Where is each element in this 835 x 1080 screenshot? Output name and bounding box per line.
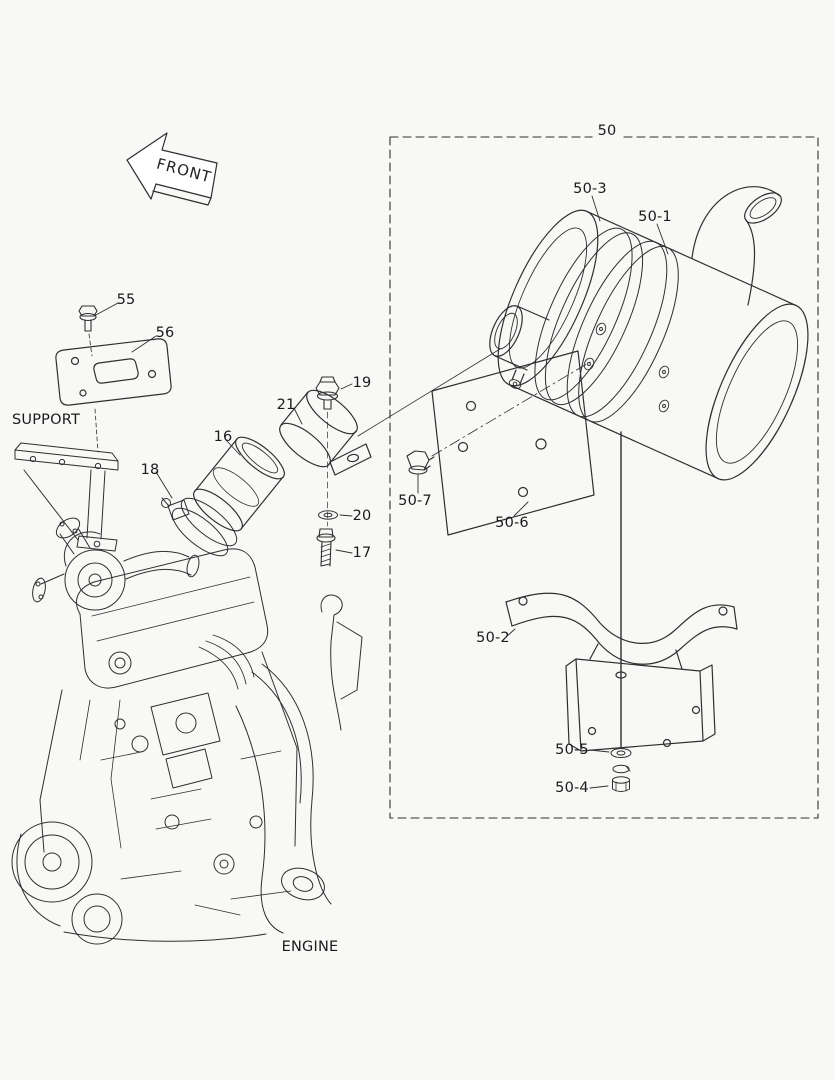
bracket-plate-50-6 <box>431 350 595 536</box>
bolt-17 <box>316 528 336 567</box>
part-label-50-3: 50-3 <box>573 180 607 197</box>
part-label-20: 20 <box>352 507 372 524</box>
engine-label: ENGINE <box>281 938 339 955</box>
part-label-50-5: 50-5 <box>555 741 589 758</box>
washer-20 <box>318 510 338 520</box>
nut-50-4 <box>612 764 631 792</box>
part-label-17: 17 <box>352 544 372 561</box>
clamp-band-50-3 <box>534 227 644 406</box>
part-label-21: 21 <box>276 396 296 413</box>
part-label-50: 50 <box>592 124 622 139</box>
mounting-bracket-50-2 <box>505 592 738 752</box>
support-label: SUPPORT <box>12 411 80 428</box>
part-label-50-4: 50-4 <box>555 779 589 796</box>
mounting-band <box>566 240 679 423</box>
hose-16 <box>193 436 285 532</box>
leader-lines <box>93 195 669 789</box>
bolt-55-axis <box>88 333 99 453</box>
front-arrow-icon <box>126 132 218 206</box>
assembly-line-to-muffler <box>357 348 501 437</box>
part-label-19: 19 <box>352 374 372 391</box>
bolt-55 <box>78 305 98 332</box>
bolt-50-7 <box>406 450 435 475</box>
muffler-drawing <box>489 186 809 792</box>
hose-clamp-18 <box>161 497 238 557</box>
part-label-50-1: 50-1 <box>638 208 672 225</box>
part-label-18: 18 <box>140 461 160 478</box>
support-bracket <box>14 442 119 552</box>
bolt-19 <box>315 376 340 410</box>
part-label-50-2: 50-2 <box>476 629 510 646</box>
muffler-inlet-pipe <box>489 305 550 389</box>
support-plate-56 <box>55 338 172 406</box>
part-label-55: 55 <box>116 291 136 308</box>
part-label-16: 16 <box>213 428 233 445</box>
exhaust-elbow-pipe <box>691 186 782 306</box>
assembly-axis-50-7 <box>431 361 591 457</box>
washer-50-5 <box>610 748 632 758</box>
part-label-56: 56 <box>155 324 175 341</box>
part-label-50-6: 50-6 <box>495 514 529 531</box>
part-label-50-7: 50-7 <box>398 492 432 509</box>
engine-drawing <box>11 517 363 945</box>
muffler-bosses <box>583 322 670 413</box>
